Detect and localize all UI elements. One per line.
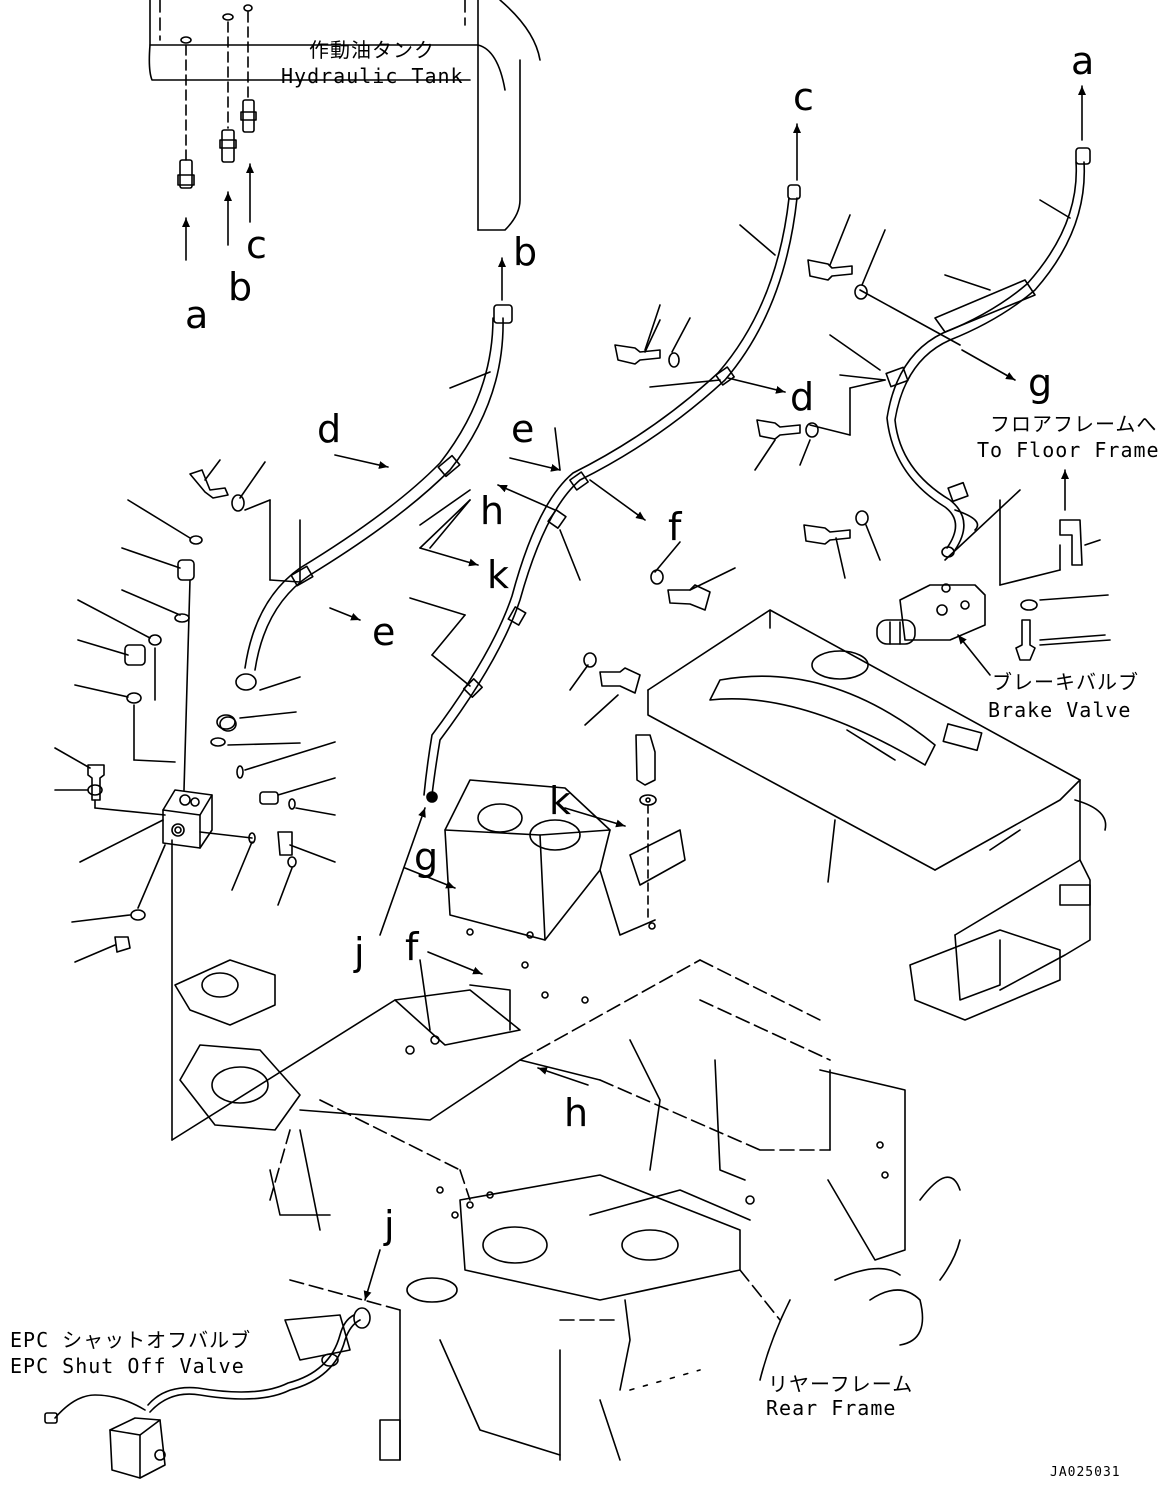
letter-g-bracket: g [414, 835, 439, 879]
letter-h-frame: h [564, 1091, 589, 1135]
valve-bracket [444, 779, 686, 969]
epc-valve-drawing [44, 1249, 381, 1479]
brake-valve-drawing [876, 469, 1109, 676]
drawing-code: JA025031 [1050, 1465, 1121, 1480]
hydraulic-tank-label-en: Hydraulic Tank [281, 64, 464, 88]
letter-j-upper: j [354, 930, 365, 974]
bolts-washers [87, 259, 1083, 953]
letter-k-center: k [487, 553, 510, 597]
manifold-block [54, 499, 431, 1141]
letter-d-left: d [317, 407, 342, 451]
hydraulic-tank [148, 0, 541, 231]
rear-frame-label-en: Rear Frame [766, 1396, 897, 1420]
hose-c [423, 123, 801, 803]
letter-e-left: e [372, 610, 396, 654]
hose-b [216, 257, 513, 730]
hydraulic-tank-label-ja: 作動油タンク [309, 38, 435, 62]
floor-frame [647, 609, 1107, 1021]
floor-frame-label-ja: フロアフレームへ [990, 412, 1158, 436]
epc-valve-label-en: EPC Shut Off Valve [10, 1354, 245, 1378]
letter-d-right: d [790, 375, 815, 419]
epc-valve-label-ja: EPC シャットオフバルブ [10, 1328, 252, 1352]
letter-j-lower: j [384, 1203, 395, 1247]
rear-frame-label-ja: リヤーフレーム [768, 1372, 914, 1396]
letter-e-center: e [511, 407, 535, 451]
letter-c-tank: c [246, 223, 267, 267]
callout-arrows [204, 214, 1111, 1086]
hose-a [829, 85, 1091, 558]
letter-b-hose: b [513, 230, 538, 274]
brake-valve-label-ja: ブレーキバルブ [992, 670, 1139, 694]
letter-h-center: h [480, 489, 505, 533]
letter-f-bracket: f [405, 925, 419, 969]
floor-frame-label-en: To Floor Frame [977, 438, 1160, 462]
rear-frame-drawing [174, 959, 961, 1461]
letter-a-tank: a [185, 293, 209, 337]
letter-c-hose: c [793, 75, 814, 119]
brake-valve-label-en: Brake Valve [988, 698, 1132, 722]
letter-f-center: f [668, 505, 682, 549]
letter-k-bracket: k [549, 779, 572, 823]
letter-a-hose: a [1071, 39, 1095, 83]
letter-g-right: g [1028, 361, 1053, 405]
tank-fittings [177, 4, 257, 261]
letter-b-tank: b [228, 265, 253, 309]
